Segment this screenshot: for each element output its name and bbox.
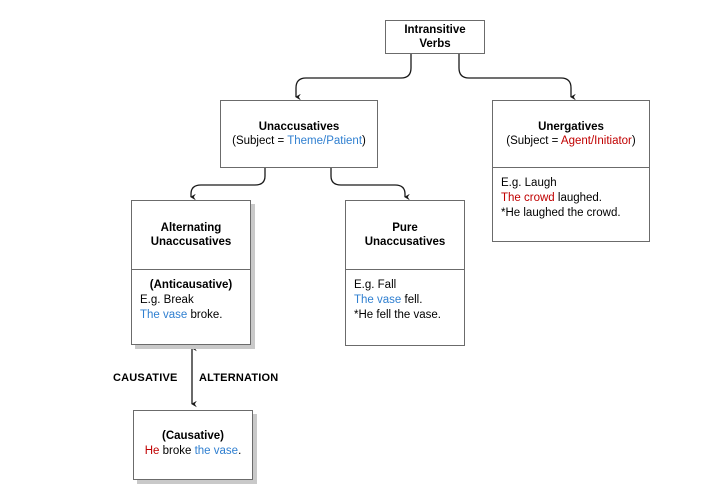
node-unergatives-example-good-subject: The crowd	[501, 192, 555, 204]
node-causative-example-verb: broke	[159, 445, 195, 457]
node-causative-example: He broke the vase.	[140, 444, 246, 459]
node-alternating-type-label: (Anticausative)	[149, 279, 233, 291]
node-alternating-unaccusatives[interactable]: Alternating Unaccusatives (Anticausative…	[131, 200, 251, 345]
node-pure-unaccusatives-body: E.g. Fall The vase fell. *He fell the va…	[346, 270, 464, 323]
node-pure-example-label: E.g. Fall	[354, 279, 397, 291]
node-pure-example-subject: The vase	[354, 294, 402, 306]
node-alternating-unaccusatives-body: (Anticausative) E.g. Break The vase brok…	[132, 270, 250, 323]
node-unergatives-head: Unergatives (Subject = Agent/Initiator)	[493, 101, 649, 168]
node-alternating-example: The vase broke.	[140, 308, 250, 323]
node-pure-unaccusatives-head: Pure Unaccusatives	[346, 201, 464, 270]
edge-label-alternation: ALTERNATION	[199, 372, 279, 384]
node-unergatives-subject-role: Agent/Initiator	[560, 134, 632, 147]
node-causative-example-subject: He	[144, 445, 160, 457]
node-pure-example-good: The vase fell.	[354, 293, 464, 308]
node-causative-body: (Causative) He broke the vase.	[134, 411, 252, 459]
node-alternating-example-rest: broke.	[187, 309, 223, 321]
node-unergatives-example-label: E.g. Laugh	[501, 177, 557, 189]
node-pure-unaccusatives[interactable]: Pure Unaccusatives E.g. Fall The vase fe…	[345, 200, 465, 346]
node-unergatives-example-good-rest: laughed.	[554, 192, 603, 204]
node-unaccusatives-subject-line: (Subject = Theme/Patient)	[232, 134, 366, 149]
edge-label-causative: CAUSATIVE	[113, 372, 178, 384]
node-intransitive-verbs-label-line1: Intransitive	[404, 24, 466, 36]
node-unergatives-body: E.g. Laugh The crowd laughed. *He laughe…	[493, 168, 649, 221]
node-causative[interactable]: (Causative) He broke the vase.	[133, 410, 253, 480]
node-unergatives-subject-line: (Subject = Agent/Initiator)	[506, 134, 635, 149]
node-alternating-unaccusatives-head: Alternating Unaccusatives	[132, 201, 250, 270]
node-intransitive-verbs-label-line2: Verbs	[419, 38, 451, 50]
node-pure-unaccusatives-title-line1: Pure	[392, 222, 418, 234]
node-intransitive-verbs-head: Intransitive Verbs	[386, 21, 484, 53]
node-unaccusatives-subject-prefix: (Subject =	[232, 134, 288, 147]
node-unergatives-example-good: The crowd laughed.	[501, 191, 649, 206]
node-alternating-unaccusatives-title-line2: Unaccusatives	[150, 236, 232, 248]
node-unaccusatives-title: Unaccusatives	[258, 120, 340, 133]
connector-root-to-unergatives	[458, 52, 576, 101]
node-alternating-example-subject: The vase	[140, 309, 188, 321]
node-causative-example-object: the vase	[194, 445, 239, 457]
node-unaccusatives-subject-role: Theme/Patient	[287, 134, 363, 147]
node-alternating-unaccusatives-title-line1: Alternating	[160, 222, 222, 234]
connector-root-to-unaccusatives	[295, 52, 412, 101]
node-unaccusatives-head: Unaccusatives (Subject = Theme/Patient)	[221, 101, 377, 167]
node-unergatives[interactable]: Unergatives (Subject = Agent/Initiator) …	[492, 100, 650, 242]
node-unaccusatives-subject-suffix: )	[362, 134, 366, 147]
node-causative-example-end: .	[238, 445, 242, 457]
node-unergatives-subject-prefix: (Subject =	[506, 134, 561, 147]
node-unaccusatives[interactable]: Unaccusatives (Subject = Theme/Patient)	[220, 100, 378, 168]
node-unergatives-subject-suffix: )	[631, 134, 636, 147]
node-unergatives-example-bad: *He laughed the crowd.	[501, 207, 621, 219]
node-pure-example-bad: *He fell the vase.	[354, 309, 441, 321]
node-pure-unaccusatives-title-line2: Unaccusatives	[364, 236, 446, 248]
connector-unaccusatives-to-pure	[330, 167, 410, 201]
node-alternating-example-label: E.g. Break	[140, 294, 194, 306]
node-causative-type-label: (Causative)	[162, 430, 224, 442]
node-intransitive-verbs[interactable]: Intransitive Verbs	[385, 20, 485, 54]
connector-unaccusatives-to-alternating	[190, 167, 266, 201]
node-pure-example-rest: fell.	[401, 294, 423, 306]
node-unergatives-title: Unergatives	[538, 120, 604, 133]
